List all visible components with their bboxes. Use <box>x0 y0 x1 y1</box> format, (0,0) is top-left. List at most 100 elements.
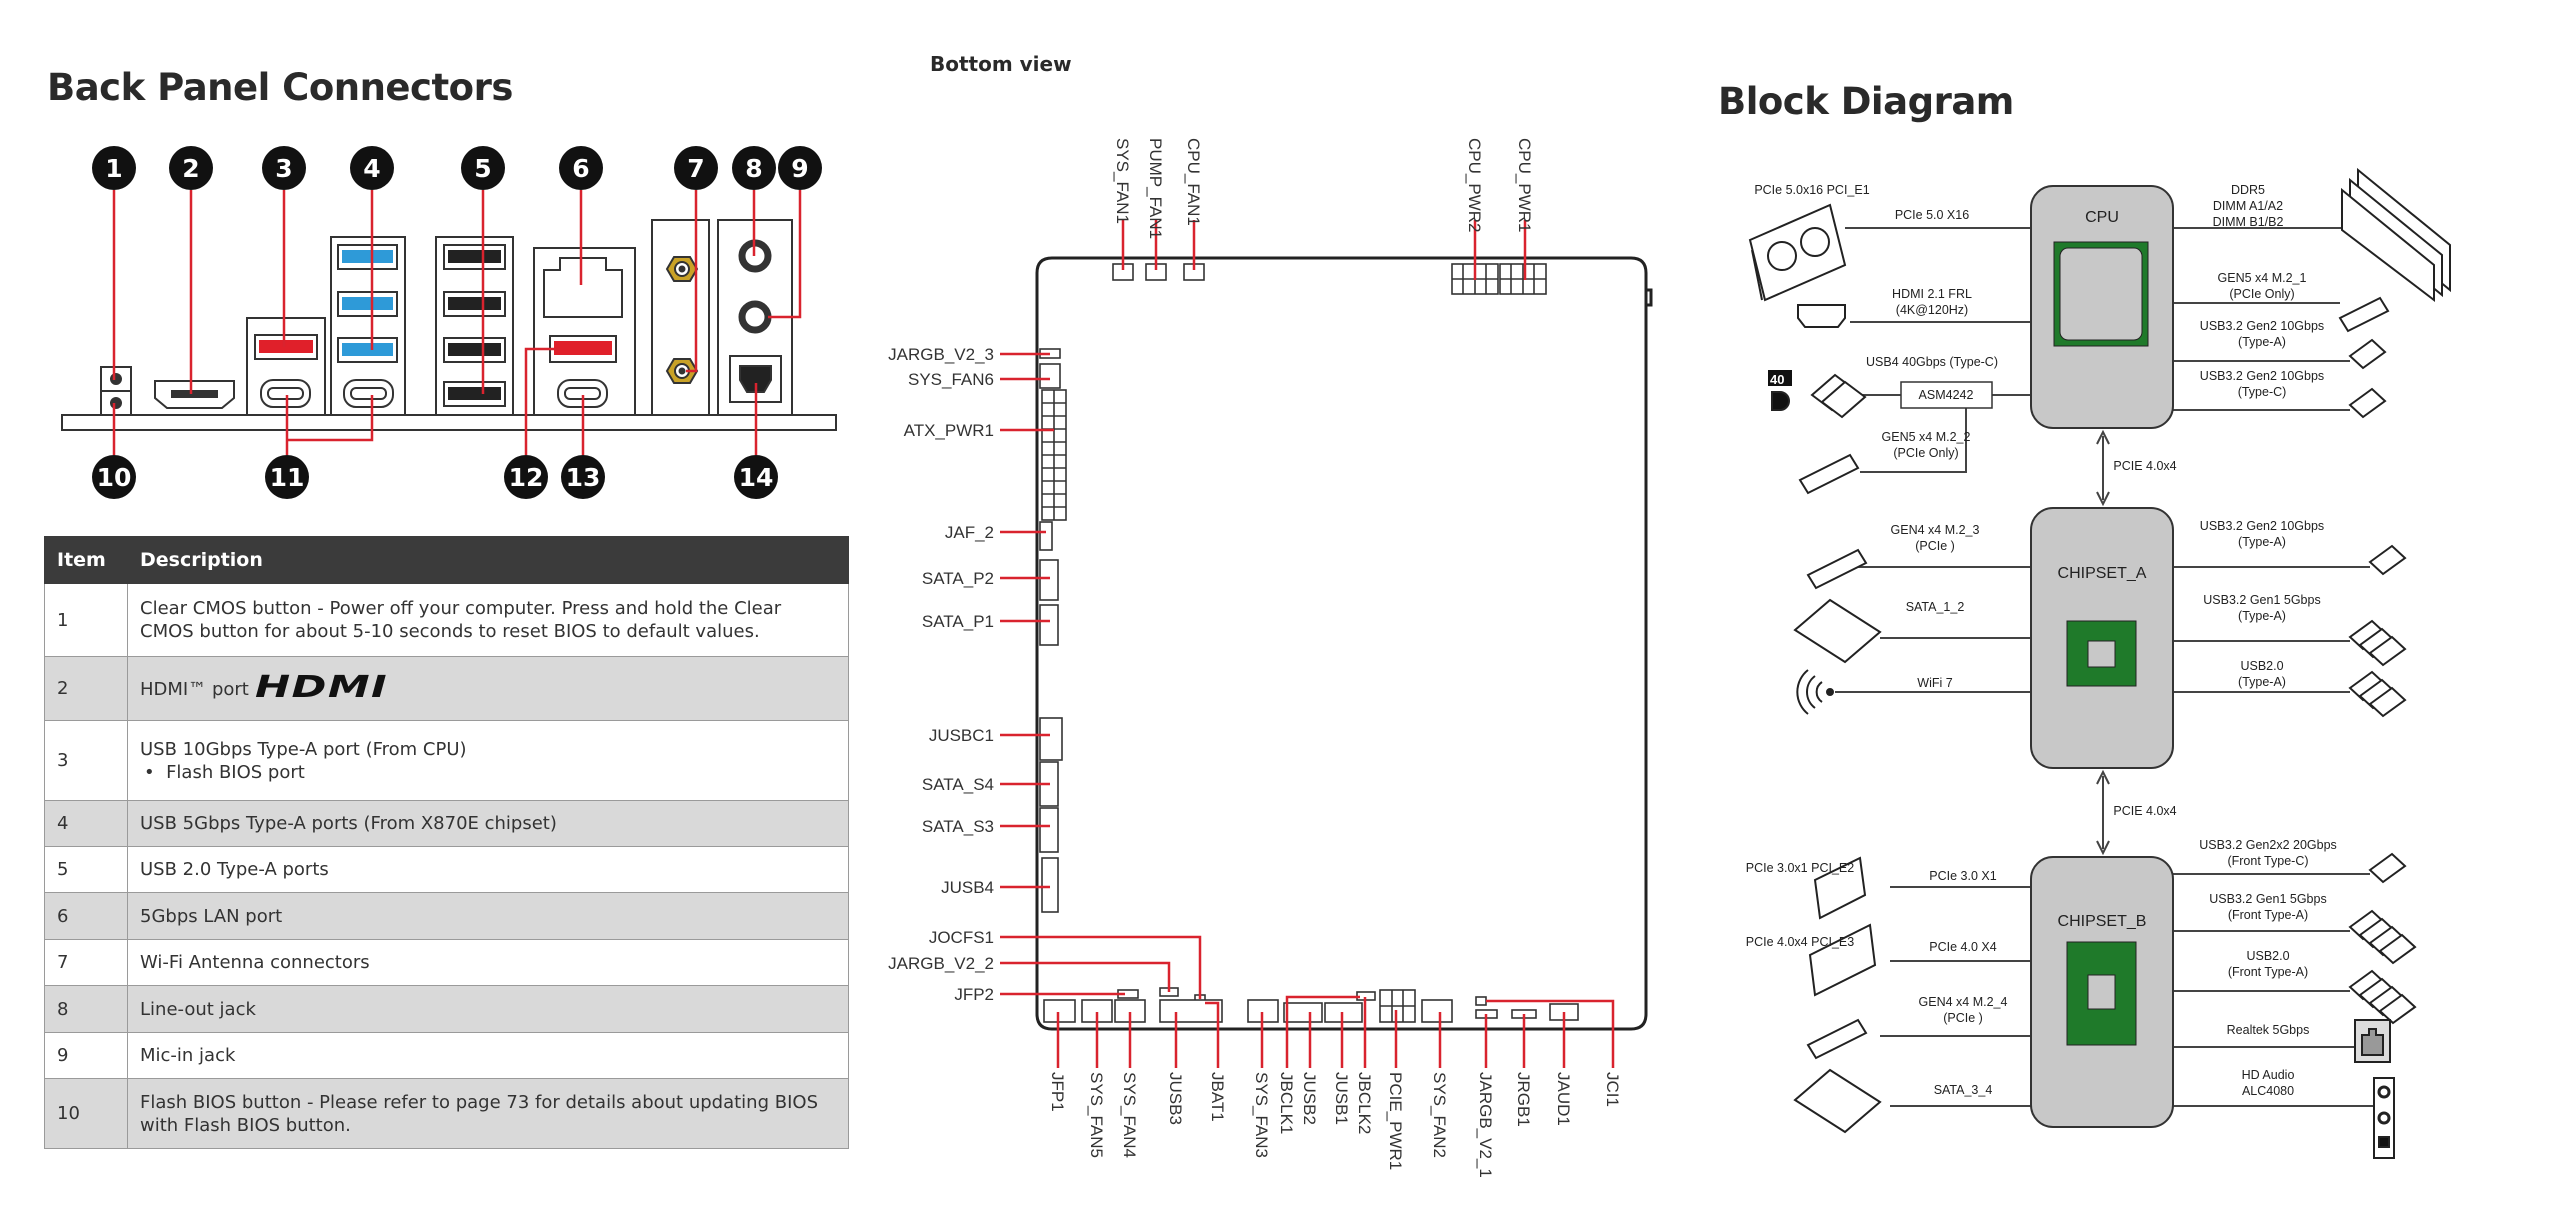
link-label: GEN5 x4 M.2_2 <box>1882 430 1971 444</box>
item-description: Wi-Fi Antenna connectors <box>127 939 849 986</box>
displayport-40-logo: 40 <box>1768 370 1792 411</box>
link-label: (Front Type-A) <box>2228 965 2308 979</box>
block-diagram-title: Block Diagram <box>1718 80 2014 123</box>
usb4-port-icon <box>1810 373 1867 419</box>
usb-c-port-icon <box>260 379 311 408</box>
connector-label: SATA_P1 <box>922 612 994 631</box>
link-label: USB3.2 Gen2 10Gbps <box>2200 319 2324 333</box>
connector-label: JOCFS1 <box>929 928 994 947</box>
audio-group <box>717 219 793 416</box>
link-label: SATA_1_2 <box>1906 600 1965 614</box>
callout-number: 1 <box>105 154 122 183</box>
link-label: GEN4 x4 M.2_3 <box>1891 523 1980 537</box>
item-description: Flash BIOS button - Please refer to page… <box>127 1078 849 1149</box>
chipset-a-die-icon <box>2066 620 2137 687</box>
callout-number: 11 <box>270 463 305 492</box>
link-label: Realtek 5Gbps <box>2227 1023 2310 1037</box>
link-label: USB2.0 <box>2246 949 2289 963</box>
chip-label-chipset-b: CHIPSET_B <box>2058 913 2147 930</box>
bullet-item: • Flash BIOS port <box>144 761 305 783</box>
connector-label: JCI1 <box>1603 1072 1622 1107</box>
ddr5-dimm-icon <box>2341 167 2451 303</box>
connector-label: PUMP_FAN1 <box>1146 138 1165 239</box>
mic-in-jack-icon <box>738 300 772 334</box>
chipset-b-block <box>2030 856 2174 1128</box>
link-label: (Type-A) <box>2238 335 2286 349</box>
onboard-connectors <box>1039 263 1579 1023</box>
motherboard-outline <box>1035 256 1653 1031</box>
link-label: PCIE 4.0x4 <box>2113 459 2176 473</box>
link-label: PCIe 3.0 X1 <box>1929 869 1996 883</box>
line-out-jack-icon <box>738 239 772 273</box>
callout-number: 2 <box>182 154 199 183</box>
io-shield-base <box>61 414 837 431</box>
usb-group-5 <box>435 236 514 416</box>
clear-cmos-button <box>100 366 132 392</box>
callout-circle <box>561 455 605 499</box>
link-label: (Type-A) <box>2238 535 2286 549</box>
callout-number: 3 <box>275 154 292 183</box>
connector-label: JARGB_V2_2 <box>888 954 994 973</box>
table-row: 6 5Gbps LAN port <box>44 892 849 940</box>
link-label: WiFi 7 <box>1917 676 1952 690</box>
connector-label: JBCLK2 <box>1355 1072 1374 1134</box>
link-label: HDMI 2.1 FRL <box>1892 287 1972 301</box>
item-number: 5 <box>44 846 128 893</box>
item-description: 5Gbps LAN port <box>127 892 849 940</box>
usb-group-4 <box>330 236 406 416</box>
hdmi-logo: HDMI <box>254 670 388 705</box>
link-label: USB3.2 Gen1 5Gbps <box>2209 892 2326 906</box>
connector-label: JARGB_V2_3 <box>888 345 994 364</box>
link-label: USB3.2 Gen2x2 20Gbps <box>2199 838 2337 852</box>
item-description: Clear CMOS button - Power off your compu… <box>127 583 849 657</box>
pcie-slot-icon <box>1808 856 1877 997</box>
link-label: (Front Type-C) <box>2227 854 2308 868</box>
bottom-view-left-labels: JARGB_V2_3SYS_FAN6ATX_PWR1JAF_2SATA_P2SA… <box>888 345 994 1004</box>
table-row: 10 Flash BIOS button - Please refer to p… <box>44 1078 849 1149</box>
link-label: (Type-C) <box>2238 385 2287 399</box>
slot-label: PCIe 4.0x4 PCI_E3 <box>1746 935 1854 949</box>
callout-circle <box>732 146 776 190</box>
link-label: DIMM B1/B2 <box>2213 215 2284 229</box>
callout-number: 8 <box>745 154 762 183</box>
chip-label-asm4242: ASM4242 <box>1919 388 1974 402</box>
graphics-card-icon <box>1748 203 1847 302</box>
link-label: USB3.2 Gen2 10Gbps <box>2200 519 2324 533</box>
antenna-group <box>651 219 710 416</box>
table-row: 7 Wi-Fi Antenna connectors <box>44 939 849 986</box>
chip-label-chipset-a: CHIPSET_A <box>2058 565 2147 582</box>
rj45-port-icon <box>543 257 623 318</box>
connector-label: PCIE_PWR1 <box>1386 1072 1405 1170</box>
link-label: (Type-A) <box>2238 675 2286 689</box>
link-label: PCIe 4.0 X4 <box>1929 940 1996 954</box>
callout-number: 12 <box>509 463 544 492</box>
lan-port-icon <box>2354 1019 2391 1063</box>
link-label: PCIE 4.0x4 <box>2113 804 2176 818</box>
bottom-view-title: Bottom view <box>930 52 1072 76</box>
item-description: USB 2.0 Type-A ports <box>127 846 849 893</box>
connector-label: JUSB1 <box>1332 1072 1351 1125</box>
audio-jacks-icon <box>2373 1077 2395 1159</box>
wifi-antenna-connector-icon <box>665 256 699 384</box>
connector-label: JUSB3 <box>1166 1072 1185 1125</box>
chip-blocks <box>1900 185 2174 1128</box>
cpu-die-icon <box>2053 241 2149 347</box>
usb4-40-logo-text: 40 <box>1770 372 1784 387</box>
connector-label: JAUD1 <box>1554 1072 1573 1126</box>
connector-label: JRGB1 <box>1514 1072 1533 1127</box>
connector-label: SYS_FAN1 <box>1113 138 1132 224</box>
link-label: HD Audio <box>2242 1068 2295 1082</box>
optical-out-icon <box>729 355 782 403</box>
connector-label: JAF_2 <box>945 523 994 542</box>
callout-circle <box>92 455 136 499</box>
connector-label: JFP1 <box>1048 1072 1067 1112</box>
item-number: 3 <box>44 720 128 801</box>
callout-circle <box>504 455 548 499</box>
header-description: Description <box>127 536 849 584</box>
item-number: 6 <box>44 892 128 940</box>
callout-circle <box>169 146 213 190</box>
link-label: (PCIe ) <box>1915 539 1955 553</box>
